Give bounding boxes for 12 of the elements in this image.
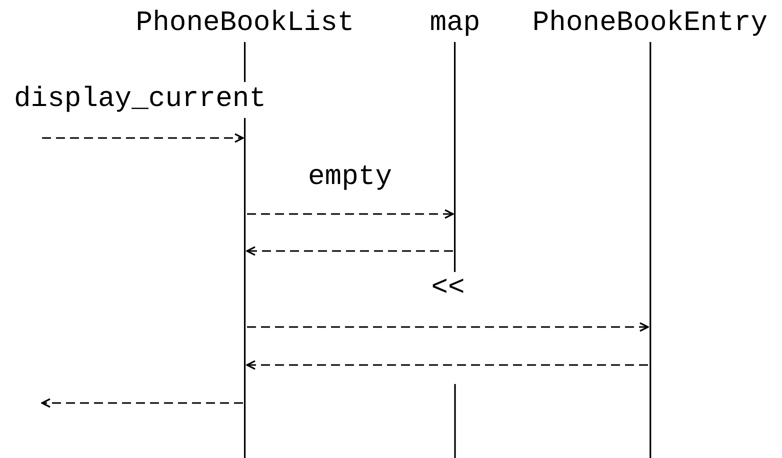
message-arrow [246, 360, 648, 370]
edge-label: display_current [14, 83, 266, 117]
edge-label: << [431, 272, 465, 306]
message-arrow [41, 398, 243, 408]
lifeline-header: PhoneBookEntry [532, 7, 768, 41]
message-arrow [247, 322, 649, 332]
lifeline-header: map [430, 7, 480, 41]
message-arrow [246, 246, 453, 256]
message-arrow [247, 209, 454, 219]
edge-label: empty [308, 161, 392, 195]
message-arrow [42, 133, 244, 143]
lifeline-header: PhoneBookList [136, 7, 354, 41]
